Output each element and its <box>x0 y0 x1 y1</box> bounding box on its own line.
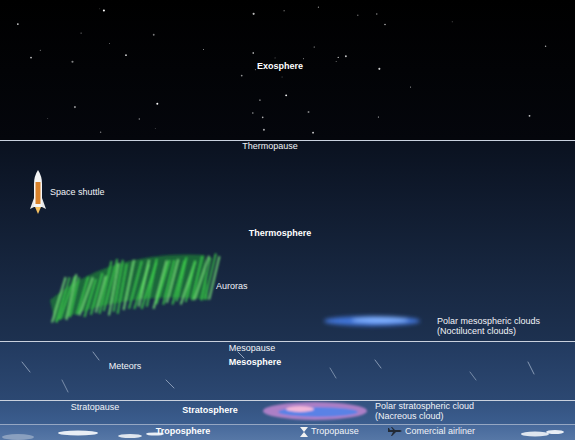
star <box>262 117 264 119</box>
boundary-label: Stratopause <box>71 403 120 413</box>
exosphere-ground <box>0 0 575 140</box>
star <box>254 69 256 71</box>
star <box>345 55 347 57</box>
aurora-ray <box>85 279 96 317</box>
star <box>139 118 140 119</box>
aurora-ray <box>209 256 219 299</box>
star <box>253 13 255 15</box>
star <box>100 131 101 132</box>
phenomenon-label: Polar mesospheric clouds (Noctilucent cl… <box>437 317 553 337</box>
star <box>378 68 380 70</box>
star <box>302 58 304 60</box>
layer-name: Stratosphere <box>182 406 238 416</box>
troposphere-ground <box>0 424 575 440</box>
star <box>318 7 319 8</box>
star <box>312 132 314 134</box>
star <box>103 9 105 11</box>
aurora-curtain <box>50 254 219 323</box>
object-label: Space shuttle <box>50 188 105 198</box>
star <box>241 75 243 77</box>
space-shuttle-icon <box>30 170 46 214</box>
phenomenon-label: Auroras <box>216 282 248 292</box>
star <box>47 118 49 120</box>
star <box>74 106 76 108</box>
star <box>40 50 41 51</box>
mesosphere-ground <box>0 341 575 400</box>
star <box>308 111 310 113</box>
star <box>153 34 155 36</box>
noctilucent-cloud <box>324 316 420 326</box>
star <box>259 99 260 100</box>
layer-name: Mesosphere <box>229 358 282 368</box>
meteor-streaks <box>22 352 534 392</box>
layer-name: Exosphere <box>257 62 303 72</box>
star <box>202 49 204 51</box>
stars <box>17 7 546 134</box>
star <box>252 112 253 113</box>
star <box>125 54 127 56</box>
phenomenon-label: Polar stratospheric cloud (Nacreous clou… <box>375 402 489 422</box>
star <box>314 46 315 47</box>
layer-name: Troposphere <box>156 427 211 437</box>
phenomenon-label: Meteors <box>109 362 142 372</box>
star <box>285 94 287 96</box>
boundary-label: Mesopause <box>229 344 276 354</box>
star <box>284 10 285 11</box>
tropopause-icon <box>300 427 308 437</box>
star <box>378 116 379 117</box>
exosphere-band: Exosphere <box>0 0 575 140</box>
star <box>154 127 156 129</box>
aurora-ray <box>167 259 178 302</box>
star <box>529 115 531 117</box>
star <box>71 61 73 63</box>
aurora-ray <box>114 260 123 312</box>
star <box>109 43 111 45</box>
layer-boundaries <box>0 141 575 425</box>
star <box>357 15 358 16</box>
star <box>17 23 19 25</box>
thermosphere-ground <box>0 140 575 341</box>
star <box>338 57 339 58</box>
star <box>452 21 453 22</box>
star <box>99 8 101 10</box>
star <box>263 129 265 131</box>
star <box>274 57 276 59</box>
mesosphere-band: Mesosphere <box>0 341 575 400</box>
star <box>335 60 337 62</box>
airliner-icon <box>388 427 402 436</box>
star <box>384 24 386 26</box>
stratosphere-ground <box>0 400 575 424</box>
star <box>30 57 32 59</box>
star <box>252 52 254 54</box>
boundary-label: Tropopause <box>311 427 359 437</box>
object-label: Comercial airliner <box>405 427 475 437</box>
star <box>545 46 546 47</box>
nacreous-cloud <box>263 402 367 420</box>
star <box>281 76 283 78</box>
star <box>376 13 377 14</box>
star <box>156 103 158 105</box>
aurora-ray <box>124 260 134 310</box>
layer-name: Thermosphere <box>249 229 312 239</box>
star <box>410 87 411 88</box>
star <box>80 32 81 33</box>
low-clouds <box>2 430 564 440</box>
troposphere-band: Troposphere <box>0 424 575 440</box>
thermosphere-band: Thermosphere <box>0 140 575 341</box>
boundary-label: Thermopause <box>242 142 298 152</box>
